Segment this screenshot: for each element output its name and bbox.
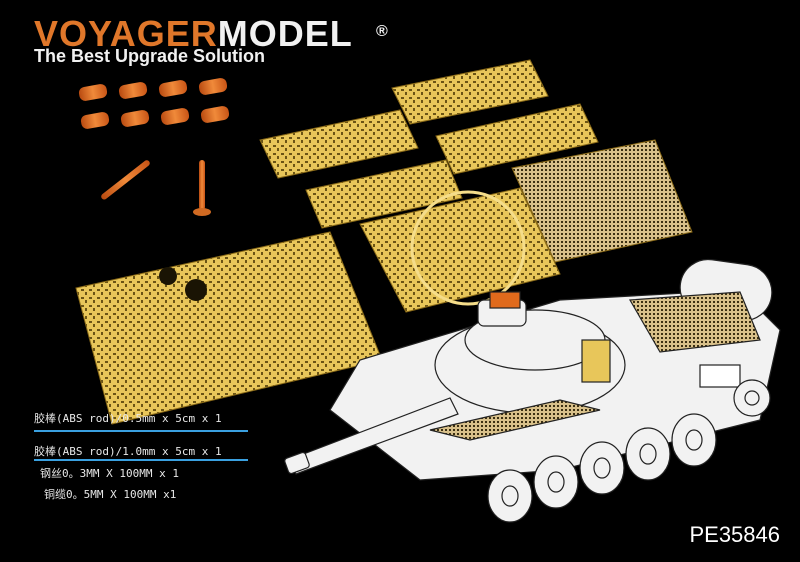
brand-logo-part1: VOYAGER (34, 13, 218, 54)
material-steel-wire: 钢丝0。3MM X 100MM x 1 (40, 467, 179, 480)
material-abs-rod-05: 胶棒(ABS rod)/0.5mm x 5cm x 1 (34, 412, 222, 425)
registered-mark: ® (376, 23, 389, 40)
etched-frets (75, 59, 693, 425)
material-abs-rod-10: 胶棒(ABS rod)/1.0mm x 5cm x 1 (34, 445, 222, 458)
divider-line (34, 459, 248, 461)
resin-parts (78, 78, 230, 216)
material-copper-cable: 铜缆0。5MM X 100MM x1 (44, 488, 177, 501)
product-code: PE35846 (689, 522, 780, 547)
brand-logo-part2: MODEL (217, 13, 353, 54)
brand-tagline: The Best Upgrade Solution (34, 46, 266, 66)
divider-line (34, 430, 248, 432)
brand-logo: VOYAGERMODEL ® (34, 13, 388, 54)
tank-drawing (284, 258, 781, 523)
